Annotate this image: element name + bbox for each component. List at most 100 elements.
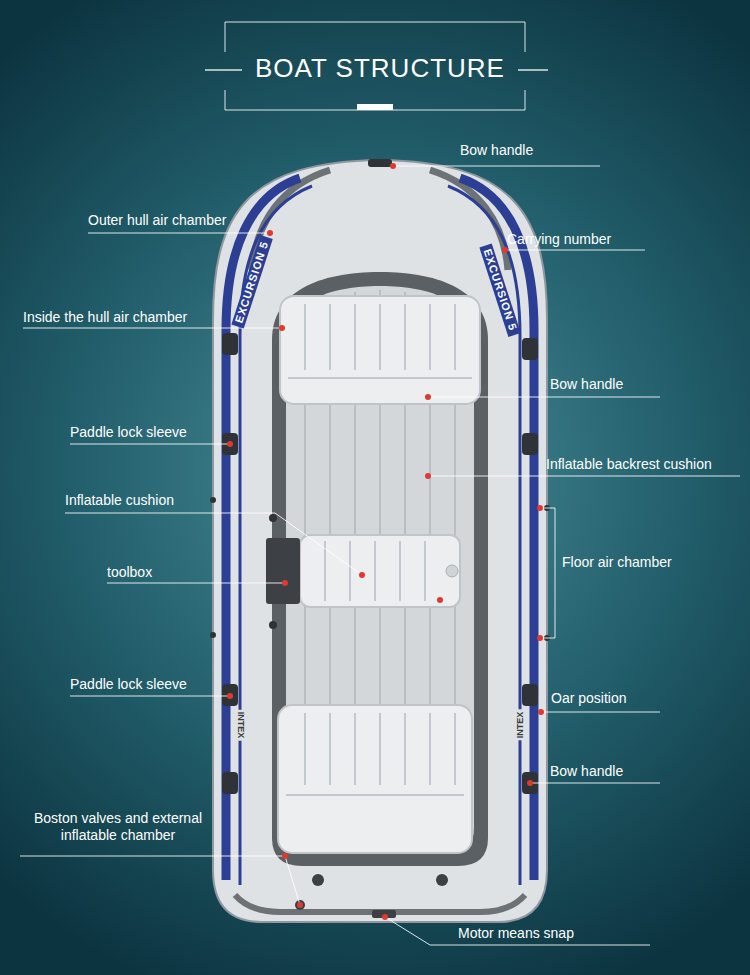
leader-dot: [227, 693, 233, 699]
leader-dot: [282, 580, 288, 586]
leader-line: [530, 783, 660, 784]
rib: [304, 304, 306, 370]
rib: [354, 713, 356, 785]
rib: [324, 541, 326, 601]
rib: [329, 304, 331, 370]
rope-ring: [210, 497, 216, 503]
leader-dot: [527, 780, 533, 786]
leader-line: [505, 250, 645, 251]
rib: [404, 304, 406, 370]
leader-dot: [359, 572, 365, 578]
frame-line: [525, 22, 526, 52]
leader-line: [70, 696, 230, 697]
rib: [454, 304, 456, 370]
valve: [312, 874, 324, 886]
frame-line: [225, 22, 525, 23]
part-label: Bow handle: [550, 376, 623, 393]
leader-dot: [282, 853, 288, 859]
rib: [379, 304, 381, 370]
part-label: Bow handle: [550, 763, 623, 780]
leader-dot: [390, 163, 396, 169]
diagram-title: BOAT STRUCTURE: [255, 53, 505, 83]
leader-line: [385, 917, 650, 945]
oarlock: [522, 684, 538, 706]
part-label: Motor means snap: [458, 925, 574, 942]
ring: [269, 621, 277, 629]
leader-line: [20, 856, 300, 905]
part-label: Inflatable backrest cushion: [546, 456, 712, 473]
rib: [286, 794, 464, 796]
frame-line: [525, 90, 526, 110]
frame-dash: [518, 69, 548, 71]
ring: [269, 514, 277, 522]
leader-dot: [425, 394, 431, 400]
frame-line: [225, 22, 226, 52]
part-label: Boston valves and external inflatable ch…: [18, 810, 218, 844]
title-bar: [357, 104, 393, 110]
oarlock: [522, 433, 538, 455]
rib: [404, 713, 406, 785]
cushion-ribs: [286, 713, 464, 795]
part-label: Paddle lock sleeve: [70, 676, 187, 693]
outer-hull: [213, 160, 547, 922]
rear-seat: [278, 705, 472, 853]
leader-line: [393, 166, 600, 167]
leader-dot: [267, 230, 273, 236]
leader-dot: [537, 505, 543, 511]
middle-cushion: [300, 535, 460, 607]
leader-line: [70, 444, 230, 445]
hull-band: [235, 895, 525, 912]
frame-line: [225, 90, 226, 110]
rib: [379, 713, 381, 785]
leader-dot: [279, 325, 285, 331]
leader-line: [107, 583, 285, 584]
valve: [295, 900, 305, 910]
leader-dot: [437, 597, 443, 603]
brand-print: INTEX: [235, 710, 246, 741]
part-label: Paddle lock sleeve: [70, 424, 187, 441]
oarlock: [222, 684, 238, 706]
rib: [374, 541, 376, 601]
part-label: Floor air chamber: [562, 554, 672, 571]
leader-dot: [382, 914, 388, 920]
part-label: Inside the hull air chamber: [23, 309, 187, 326]
rib: [429, 304, 431, 370]
brand-print: INTEX: [515, 710, 526, 741]
handle: [222, 772, 238, 794]
leader-dot: [297, 902, 303, 908]
rib: [424, 541, 426, 601]
leader-dot: [227, 441, 233, 447]
leader-line: [428, 476, 740, 477]
inner-tube: [272, 272, 488, 866]
leader-dot: [502, 247, 508, 253]
leader-line: [541, 712, 660, 713]
rib: [354, 304, 356, 370]
part-label: Inflatable cushion: [65, 492, 174, 509]
rib: [454, 713, 456, 785]
frame-dash: [205, 69, 242, 71]
leader-line: [428, 397, 660, 398]
toolbox-shape: [266, 538, 300, 604]
leader-dots: [227, 163, 544, 920]
handle: [222, 333, 238, 355]
leader-dot: [425, 473, 431, 479]
rib: [329, 713, 331, 785]
leader-dot: [537, 635, 543, 641]
title-frame: [205, 22, 548, 110]
backrest-cushion: [280, 296, 480, 404]
handle: [368, 159, 392, 167]
cushion-ribs: [325, 541, 425, 601]
cushion-valve: [446, 565, 458, 577]
rib: [304, 713, 306, 785]
leader-line: [88, 233, 270, 234]
part-label: Bow handle: [460, 142, 533, 159]
rib: [429, 713, 431, 785]
bracket: [540, 508, 555, 638]
rope-ring: [210, 632, 216, 638]
rib: [349, 541, 351, 601]
part-label: Outer hull air chamber: [88, 212, 227, 229]
part-label: toolbox: [107, 564, 152, 581]
handle: [522, 338, 538, 360]
